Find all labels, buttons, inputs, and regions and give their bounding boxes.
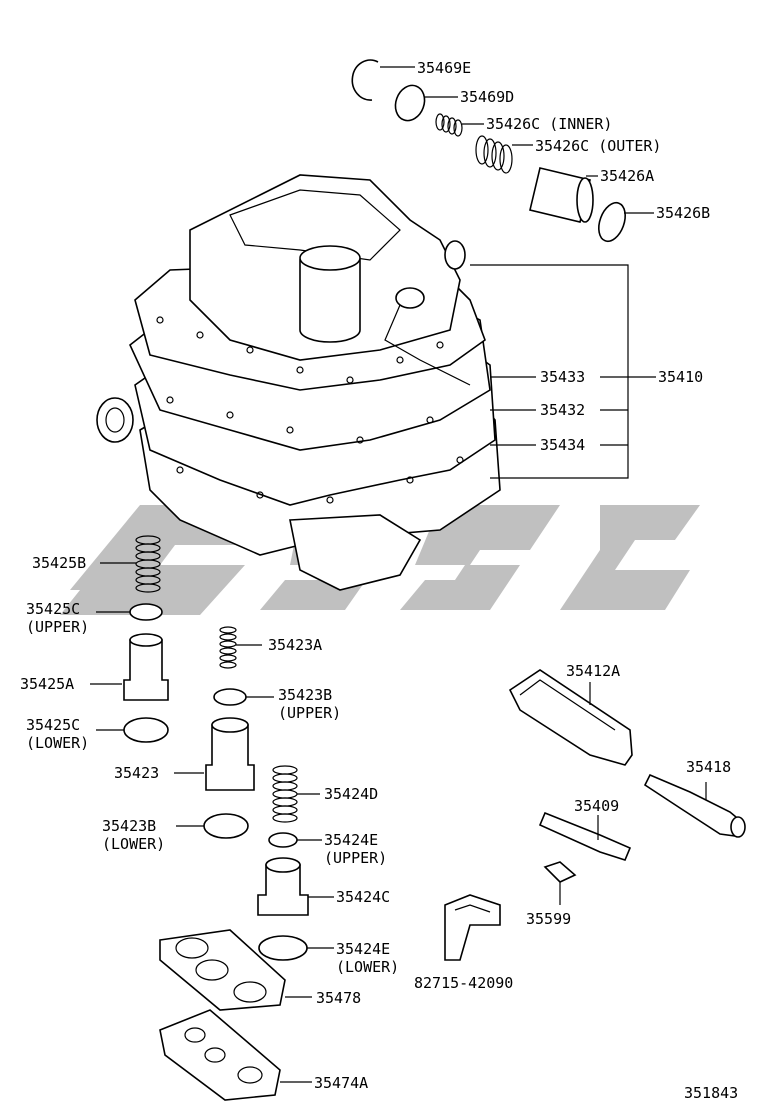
label-35425A: 35425A — [20, 675, 74, 693]
label-35426A: 35426A — [600, 167, 654, 185]
oring-35425C-lower — [96, 717, 169, 743]
cover-35474A — [159, 1009, 312, 1101]
label-35433: 35433 — [540, 368, 585, 386]
label-82715-42090: 82715-42090 — [414, 974, 513, 992]
retainer-35469D — [394, 84, 458, 122]
label-35432: 35432 — [540, 401, 585, 419]
label-35425B: 35425B — [32, 554, 86, 572]
piston-35424C — [257, 857, 334, 916]
diagram-number: 351843 — [684, 1084, 738, 1102]
label-35424E-upper-note: (UPPER) — [324, 849, 387, 867]
oring-35424E-upper — [268, 832, 322, 848]
gasket-35478 — [159, 929, 312, 1011]
valve-body-assembly — [96, 174, 501, 591]
oring-35425C-upper — [96, 603, 163, 621]
label-35424E-lower: 35424E — [336, 940, 390, 958]
cover-35412A — [508, 669, 633, 766]
plate-35409 — [538, 811, 632, 861]
label-35425C-lower-note: (LOWER) — [26, 734, 89, 752]
clip-35599 — [543, 861, 577, 905]
oring-35424E-lower — [258, 935, 334, 961]
label-35418: 35418 — [686, 758, 731, 776]
label-35434: 35434 — [540, 436, 585, 454]
piston-35426A — [529, 167, 598, 223]
spring-outer-35426C — [475, 135, 533, 174]
oring-35423B-upper — [213, 688, 274, 706]
spring-inner-35426C — [435, 113, 484, 137]
label-35599: 35599 — [526, 910, 571, 928]
label-35425C-upper-note: (UPPER) — [26, 618, 89, 636]
label-35478: 35478 — [316, 989, 361, 1007]
label-35410: 35410 — [658, 368, 703, 386]
oring-35423B-lower — [176, 813, 249, 839]
label-35424E-lower-note: (LOWER) — [336, 958, 399, 976]
label-35423A: 35423A — [268, 636, 322, 654]
spring-35425B — [100, 535, 161, 593]
label-35423: 35423 — [114, 764, 159, 782]
label-35423B-upper-note: (UPPER) — [278, 704, 341, 722]
label-35424E-upper: 35424E — [324, 831, 378, 849]
label-35426C-inner: 35426C (INNER) — [486, 115, 612, 133]
label-35425C-upper: 35425C — [26, 600, 80, 618]
label-35426C-outer: 35426C (OUTER) — [535, 137, 661, 155]
label-35412A: 35412A — [566, 662, 620, 680]
label-35423B-upper: 35423B — [278, 686, 332, 704]
assembly-bracket — [470, 264, 656, 479]
spring-35424D — [272, 765, 320, 823]
label-35424D: 35424D — [324, 785, 378, 803]
piston-35425A — [90, 633, 169, 701]
label-35469E: 35469E — [417, 59, 471, 77]
label-35425C-lower: 35425C — [26, 716, 80, 734]
connector-35418 — [643, 773, 746, 838]
oring-35426B — [598, 201, 654, 243]
spring-35423A — [219, 626, 262, 669]
snap-ring-35469E — [351, 59, 415, 101]
part-labels: 35469E 35469D 35426C (INNER) 35426C (OUT… — [20, 59, 731, 1092]
piston-35423 — [174, 717, 255, 791]
label-35423B-lower-note: (LOWER) — [102, 835, 165, 853]
label-35424C: 35424C — [336, 888, 390, 906]
label-35474A: 35474A — [314, 1074, 368, 1092]
label-35426B: 35426B — [656, 204, 710, 222]
bracket-82715 — [444, 894, 501, 961]
label-35469D: 35469D — [460, 88, 514, 106]
label-35423B-lower: 35423B — [102, 817, 156, 835]
label-35409: 35409 — [574, 797, 619, 815]
